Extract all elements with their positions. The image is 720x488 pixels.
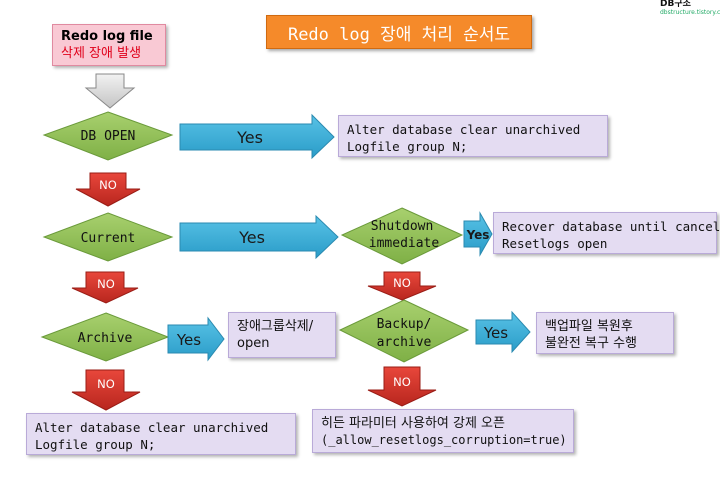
clear-unarchived-box: Alter database clear unarchived Logfile …: [338, 115, 608, 157]
restore-line2: 불완전 복구 수행: [545, 336, 637, 351]
start-down-arrow: [84, 73, 136, 109]
drop-group-line1: 장애그룹삭제/: [237, 319, 314, 334]
logo-title: DB구조: [660, 0, 691, 9]
hidden-param-line1: 히든 파라미터 사용하여 강제 오픈: [321, 416, 505, 431]
hidden-param-line2: (_allow_resetlogs_corruption=true): [321, 433, 567, 447]
recover-line2: Resetlogs open: [502, 236, 608, 251]
yes-label-current: Yes: [238, 228, 265, 247]
clear-unarchived-line1: Alter database clear unarchived: [347, 122, 581, 137]
clear-unarchived-line2: Logfile group N;: [347, 139, 468, 154]
bottom-clear-line1: Alter database clear unarchived: [35, 420, 269, 435]
yes-arrow-shutdown: [463, 211, 493, 257]
no-label-backup: NO: [393, 375, 411, 389]
recover-line1: Recover database until cancel: [502, 219, 720, 234]
logo-url: dbstructure.tistory.com: [660, 9, 720, 16]
no-arrow-db-open: [75, 172, 141, 207]
no-label-archive: NO: [97, 377, 115, 391]
restore-line1: 백업파일 복원후: [545, 319, 633, 334]
bottom-clear-box: Alter database clear unarchived Logfile …: [26, 413, 296, 455]
backup-diamond: [338, 299, 470, 363]
recover-box: Recover database until cancel Resetlogs …: [493, 212, 720, 254]
backup-label-2: archive: [377, 335, 432, 350]
shutdown-label-2: immediate: [369, 236, 440, 251]
yes-label-shutdown: Yes: [466, 228, 490, 242]
blog-logo: DB구조 dbstructure.tistory.com: [660, 0, 720, 18]
yes-label-archive: Yes: [176, 331, 201, 349]
no-arrow-shutdown: [367, 271, 437, 301]
current-label: Current: [81, 231, 136, 246]
archive-label: Archive: [78, 331, 133, 346]
start-box: Redo log file 삭제 장애 발생: [52, 24, 166, 66]
yes-arrow-db-open: [179, 113, 335, 160]
db-open-diamond: [42, 111, 174, 161]
no-arrow-current: [71, 271, 139, 304]
diagram-title: Redo log 장애 처리 순서도: [266, 15, 532, 49]
yes-arrow-backup: [475, 310, 531, 354]
no-arrow-backup: [367, 366, 437, 407]
yes-arrow-archive: [167, 316, 225, 362]
hidden-param-box: 히든 파라미터 사용하여 강제 오픈 (_allow_resetlogs_cor…: [312, 409, 574, 453]
archive-diamond: [40, 312, 170, 362]
db-open-label: DB OPEN: [81, 129, 136, 144]
start-line1: Redo log file: [61, 29, 153, 44]
current-diamond: [42, 212, 174, 262]
shutdown-label-1: Shutdown: [371, 219, 434, 234]
shutdown-diamond: [340, 207, 464, 265]
no-label-shutdown: NO: [393, 276, 411, 290]
yes-label-db-open: Yes: [236, 128, 263, 147]
yes-label-backup: Yes: [483, 324, 508, 342]
no-arrow-archive: [71, 369, 141, 411]
yes-arrow-current: [179, 214, 339, 260]
backup-label-1: Backup/: [377, 317, 432, 332]
no-label-db-open: NO: [99, 178, 117, 192]
start-line2: 삭제 장애 발생: [61, 46, 142, 61]
no-label-current: NO: [97, 277, 115, 291]
drop-group-line2: open: [237, 336, 270, 351]
bottom-clear-line2: Logfile group N;: [35, 437, 156, 452]
restore-box: 백업파일 복원후 불완전 복구 수행: [536, 312, 674, 354]
drop-group-box: 장애그룹삭제/ open: [228, 312, 336, 358]
